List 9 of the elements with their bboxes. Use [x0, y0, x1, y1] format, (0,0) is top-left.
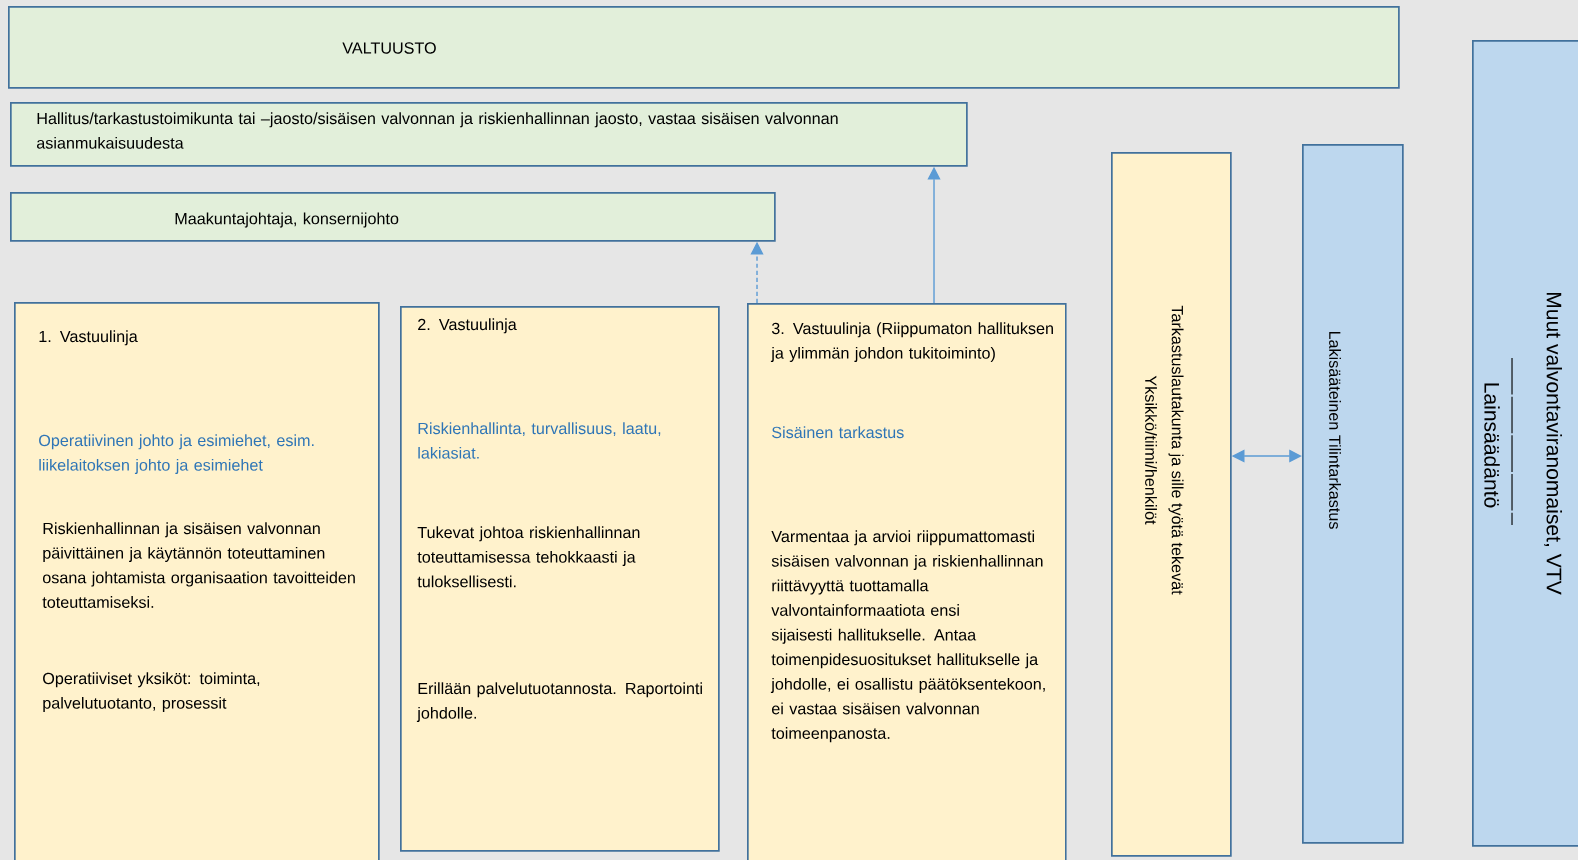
level-box: Maakuntajohtaja, konsernijohto — [10, 192, 776, 242]
level-box: VALTUUSTO — [8, 6, 1400, 89]
column-box: Tarkastuslautakunta ja sille työtä tekevät Yksikkö/tiimi/henkilöt — [1111, 152, 1232, 857]
column-box: 2. Vastuulinja Riskienhallinta, turvallisuus, laatu, lakiasiat. Tukevat johtoa riskienhallinnan toteuttamisessa tehokkaasti ja tuloksellisesti. Erillään palvelutuotannosta. Raportointi johdolle. — [400, 306, 720, 852]
column-box: Lakisääteinen Tilintarkastus — [1302, 144, 1404, 844]
column-box: 1. Vastuulinja Operatiivinen johto ja esimiehet, esim. liikelaitoksen johto ja esimiehet Riskienhallinnan ja sisäisen valvonnan päivittäinen ja käytännön toteuttaminen osana johtamista organisaation tavoitteiden toteuttamiseksi. Operatiiviset yksiköt: toiminta, palvelutuotanto, prosessit — [14, 302, 380, 860]
column-box: 3. Vastuulinja (Riippumaton hallituksen ja ylimmän johdon tukitoiminto) Sisäinen tarkastus Varmentaa ja arvioi riippumattomasti sisäisen valvonnan ja riskienhallinnan riittävyyttä tuottamalla valvontainformaatiota ensi sijaisesti hallitukselle. Antaa toimenpidesuositukset hallitukselle ja johdolle, ei osallistu päätöksentekoon, ei vastaa sisäisen valvonnan toimeenpanosta. — [747, 303, 1067, 860]
level-box: Hallitus/tarkastustoimikunta tai –jaosto/sisäisen valvonnan ja riskienhallinnan jaosto, vastaa sisäisen valvonnan asianmukaisuudesta — [10, 102, 968, 167]
column-box: Muut valvontaviranomaiset, VTV Lainsäädäntö — [1472, 40, 1578, 847]
